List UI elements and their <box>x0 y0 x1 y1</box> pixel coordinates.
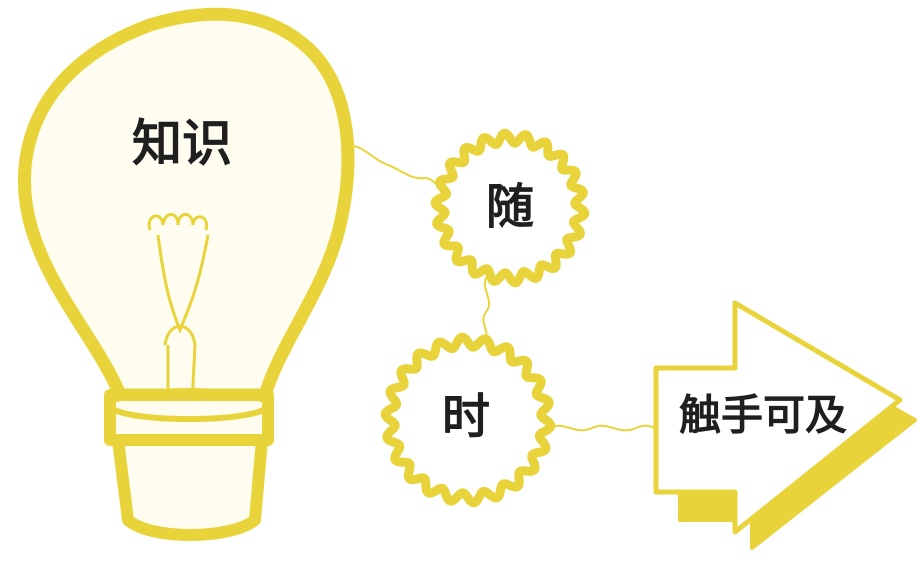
bulb-coil <box>147 213 209 231</box>
node-1-outline <box>430 128 590 288</box>
node-1-badge <box>430 128 590 288</box>
connector-node2-to-arrow <box>547 424 656 432</box>
connector-lines <box>344 145 656 432</box>
bulb-base <box>112 434 268 541</box>
bulb-filament-stem <box>156 234 210 335</box>
bulb-neck-ring <box>106 388 272 422</box>
node-2-badge <box>380 332 556 508</box>
node-2-label: 时 <box>442 389 490 445</box>
lightbulb-icon <box>18 7 355 541</box>
bulb-glass <box>18 7 355 402</box>
arrow-label: 触手可及 <box>679 391 847 440</box>
arrow-face <box>653 300 903 535</box>
node-1-label: 随 <box>486 179 534 235</box>
bulb-label: 知识 <box>132 115 232 173</box>
connector-bulb-to-node1 <box>344 145 443 189</box>
node-2-outline <box>380 332 556 508</box>
arrow-right-icon <box>653 300 917 550</box>
connector-node1-to-node2 <box>482 274 491 346</box>
